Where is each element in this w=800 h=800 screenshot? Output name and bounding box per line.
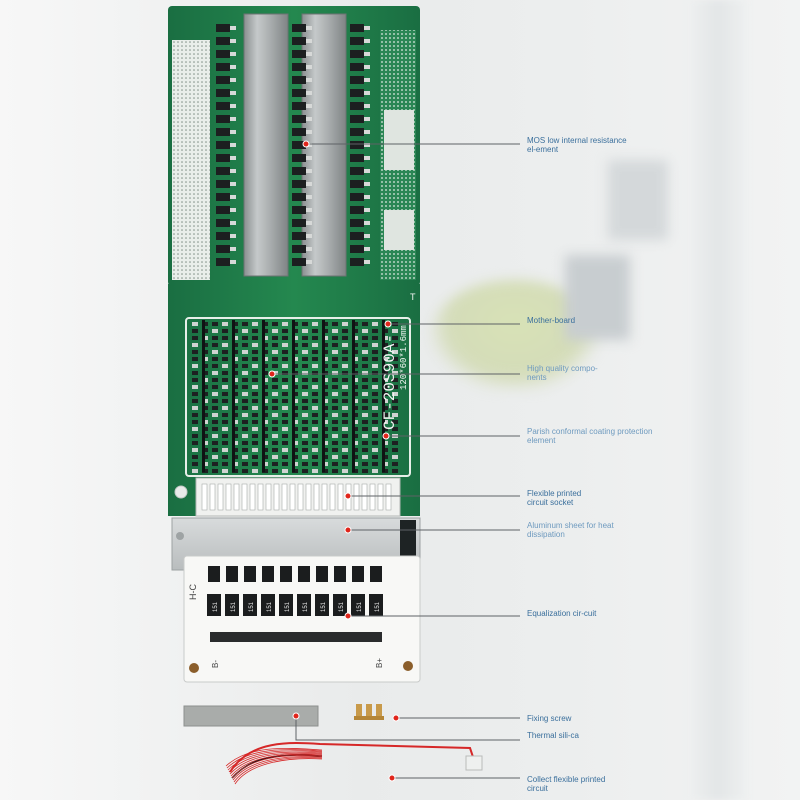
silk-b-plus: B+ [375, 658, 384, 668]
background-pillar [688, 0, 748, 800]
label-components: High quality compo-nents [527, 364, 598, 382]
callout-dot [344, 492, 352, 500]
silk-t: T [410, 292, 416, 302]
callout-dot [384, 320, 392, 328]
model-marking: CF-20S90A- [381, 334, 399, 430]
callout-dot [388, 774, 396, 782]
label-cable: Collect flexible printed circuit [527, 775, 606, 793]
connector-pins [201, 483, 392, 511]
callout-dot [268, 370, 276, 378]
resistor-code: 151 [339, 601, 345, 612]
size-marking: 120*60*1.6mm [399, 325, 409, 390]
label-aluminum: Aluminum sheet for heat dissipation [527, 521, 614, 539]
label-motherboard: Mother-board [527, 316, 576, 325]
callout-dot [392, 714, 400, 722]
resistor-code: 151 [213, 601, 219, 612]
callout-dot [292, 712, 300, 720]
background-frame [608, 160, 668, 240]
callout-dot [382, 432, 390, 440]
label-mos: MOS low internal resistance el-ement [527, 136, 627, 154]
fixing-screws [354, 704, 384, 720]
mother-pcb: CF-20S90A- 120*60*1.6mm T [168, 284, 420, 517]
mosfet-array [216, 24, 370, 266]
silk-hc: H-C [188, 584, 198, 600]
resistor-code: 151 [303, 601, 309, 612]
callout-line [295, 716, 520, 741]
resistor-array: 151 151 151 151 151 151 151 151 151 151 [207, 566, 383, 616]
label-coating: Parish conformal coating protection elem… [527, 427, 653, 445]
resistor-code: 151 [285, 601, 291, 612]
resistor-code: 151 [357, 601, 363, 612]
callout-dot [302, 140, 310, 148]
thermal-pad [183, 705, 319, 727]
equalization-pcb: 151 151 151 151 151 151 151 151 151 151 H-C B- B+ [183, 555, 421, 683]
mos-pcb [168, 6, 420, 286]
resistor-code: 151 [231, 601, 237, 612]
component-grid [192, 320, 398, 473]
label-equalization: Equalization cir-cuit [527, 609, 597, 618]
collect-cable [225, 742, 483, 785]
resistor-code: 151 [267, 601, 273, 612]
label-screw: Fixing screw [527, 714, 572, 723]
callout-dot [344, 526, 352, 534]
background-frame [565, 255, 630, 340]
label-socket: Flexible printed circuit socket [527, 489, 582, 507]
resistor-code: 151 [375, 601, 381, 612]
resistor-code: 151 [249, 601, 255, 612]
callout-dot [344, 612, 352, 620]
resistor-code: 151 [321, 601, 327, 612]
label-thermal: Thermal sili-ca [527, 731, 580, 740]
silk-b-minus: B- [211, 660, 220, 668]
